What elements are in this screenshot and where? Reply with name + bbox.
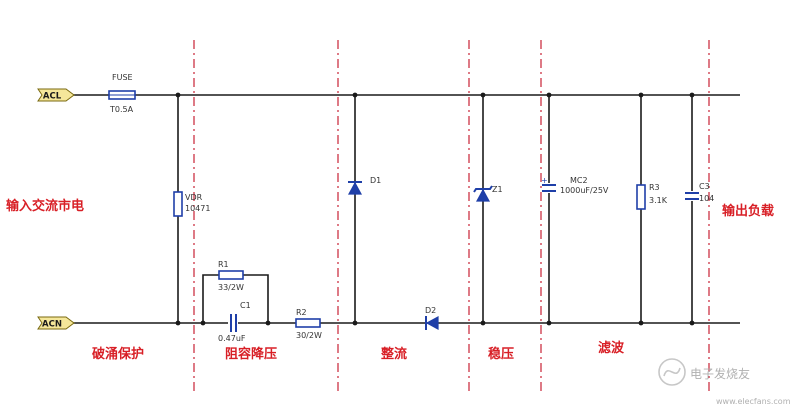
port-acn-label: ACN <box>42 320 62 330</box>
watermark-url: www.elecfans.com <box>716 397 791 406</box>
mc2-plus: + <box>541 176 548 185</box>
junctions <box>175 92 695 326</box>
watermark-text: 电子发烧友 <box>690 366 750 381</box>
c3-value: 104 <box>699 194 714 203</box>
mc2-value: 1000uF/25V <box>560 186 609 195</box>
fuse-name: FUSE <box>112 73 133 82</box>
c3-name: C3 <box>699 182 710 191</box>
resistor-r2: R2 30/2W <box>295 308 322 340</box>
label-regulate: 稳压 <box>488 346 514 362</box>
d1-name: D1 <box>370 176 381 185</box>
vdr: VDR 10471 <box>173 191 210 217</box>
label-protection: 破涌保护 <box>92 346 144 362</box>
vdr-value: 10471 <box>185 204 210 213</box>
port-acl: ACL <box>37 88 75 102</box>
r1-value: 33/2W <box>218 283 244 292</box>
watermark: 电子发烧友 www.elecfans.com <box>658 358 791 406</box>
watermark-logo-icon <box>658 358 686 386</box>
r2-value: 30/2W <box>296 331 322 340</box>
label-output: 输出负载 <box>722 203 774 219</box>
vdr-name: VDR <box>185 193 203 202</box>
port-acn: ACN <box>37 316 75 330</box>
capacitor-c3: C3 104 <box>685 182 714 203</box>
label-rectify: 整流 <box>380 346 407 362</box>
c1-name: C1 <box>240 301 251 310</box>
diode-d2: D2 <box>425 306 439 331</box>
zener-z1: Z1 <box>473 185 503 202</box>
r1-name: R1 <box>218 260 229 269</box>
d2-name: D2 <box>425 306 436 315</box>
mc2-name: MC2 <box>570 176 588 185</box>
diode-d1: D1 <box>347 176 381 195</box>
port-acl-label: ACL <box>43 92 62 102</box>
capacitor-mc2: + MC2 1000uF/25V <box>541 176 609 195</box>
label-input: 输入交流市电 <box>6 198 84 214</box>
fuse-value: T0.5A <box>109 105 134 114</box>
r2-name: R2 <box>296 308 307 317</box>
resistor-r1: R1 33/2W <box>218 260 244 292</box>
capacitor-c1: C1 0.47uF <box>218 301 251 343</box>
label-rc-drop: 阻容降压 <box>225 346 277 362</box>
r3-value: 3.1K <box>649 196 668 205</box>
r3-name: R3 <box>649 183 660 192</box>
c1-value: 0.47uF <box>218 334 246 343</box>
label-filter: 滤波 <box>598 340 625 356</box>
resistor-r3: R3 3.1K <box>636 183 668 210</box>
fuse: FUSE T0.5A <box>108 73 136 114</box>
z1-name: Z1 <box>492 185 503 194</box>
